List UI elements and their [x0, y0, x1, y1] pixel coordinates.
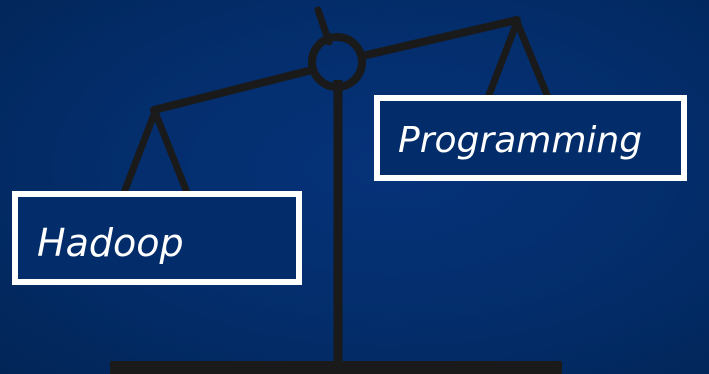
left-pan: Hadoop [12, 191, 302, 285]
scale-base [110, 361, 562, 374]
right-pan-label: Programming [398, 120, 642, 161]
right-pan-box [374, 95, 687, 181]
left-pan-label: Hadoop [37, 221, 184, 265]
scale-beam-left [150, 66, 316, 114]
left-pan-hanger [121, 108, 190, 194]
left-pan-box [12, 191, 302, 285]
scale-beam-right [358, 16, 521, 60]
right-pan-hanger [485, 18, 551, 99]
scale-pivot [308, 33, 366, 91]
right-pan: Programming [374, 95, 687, 181]
